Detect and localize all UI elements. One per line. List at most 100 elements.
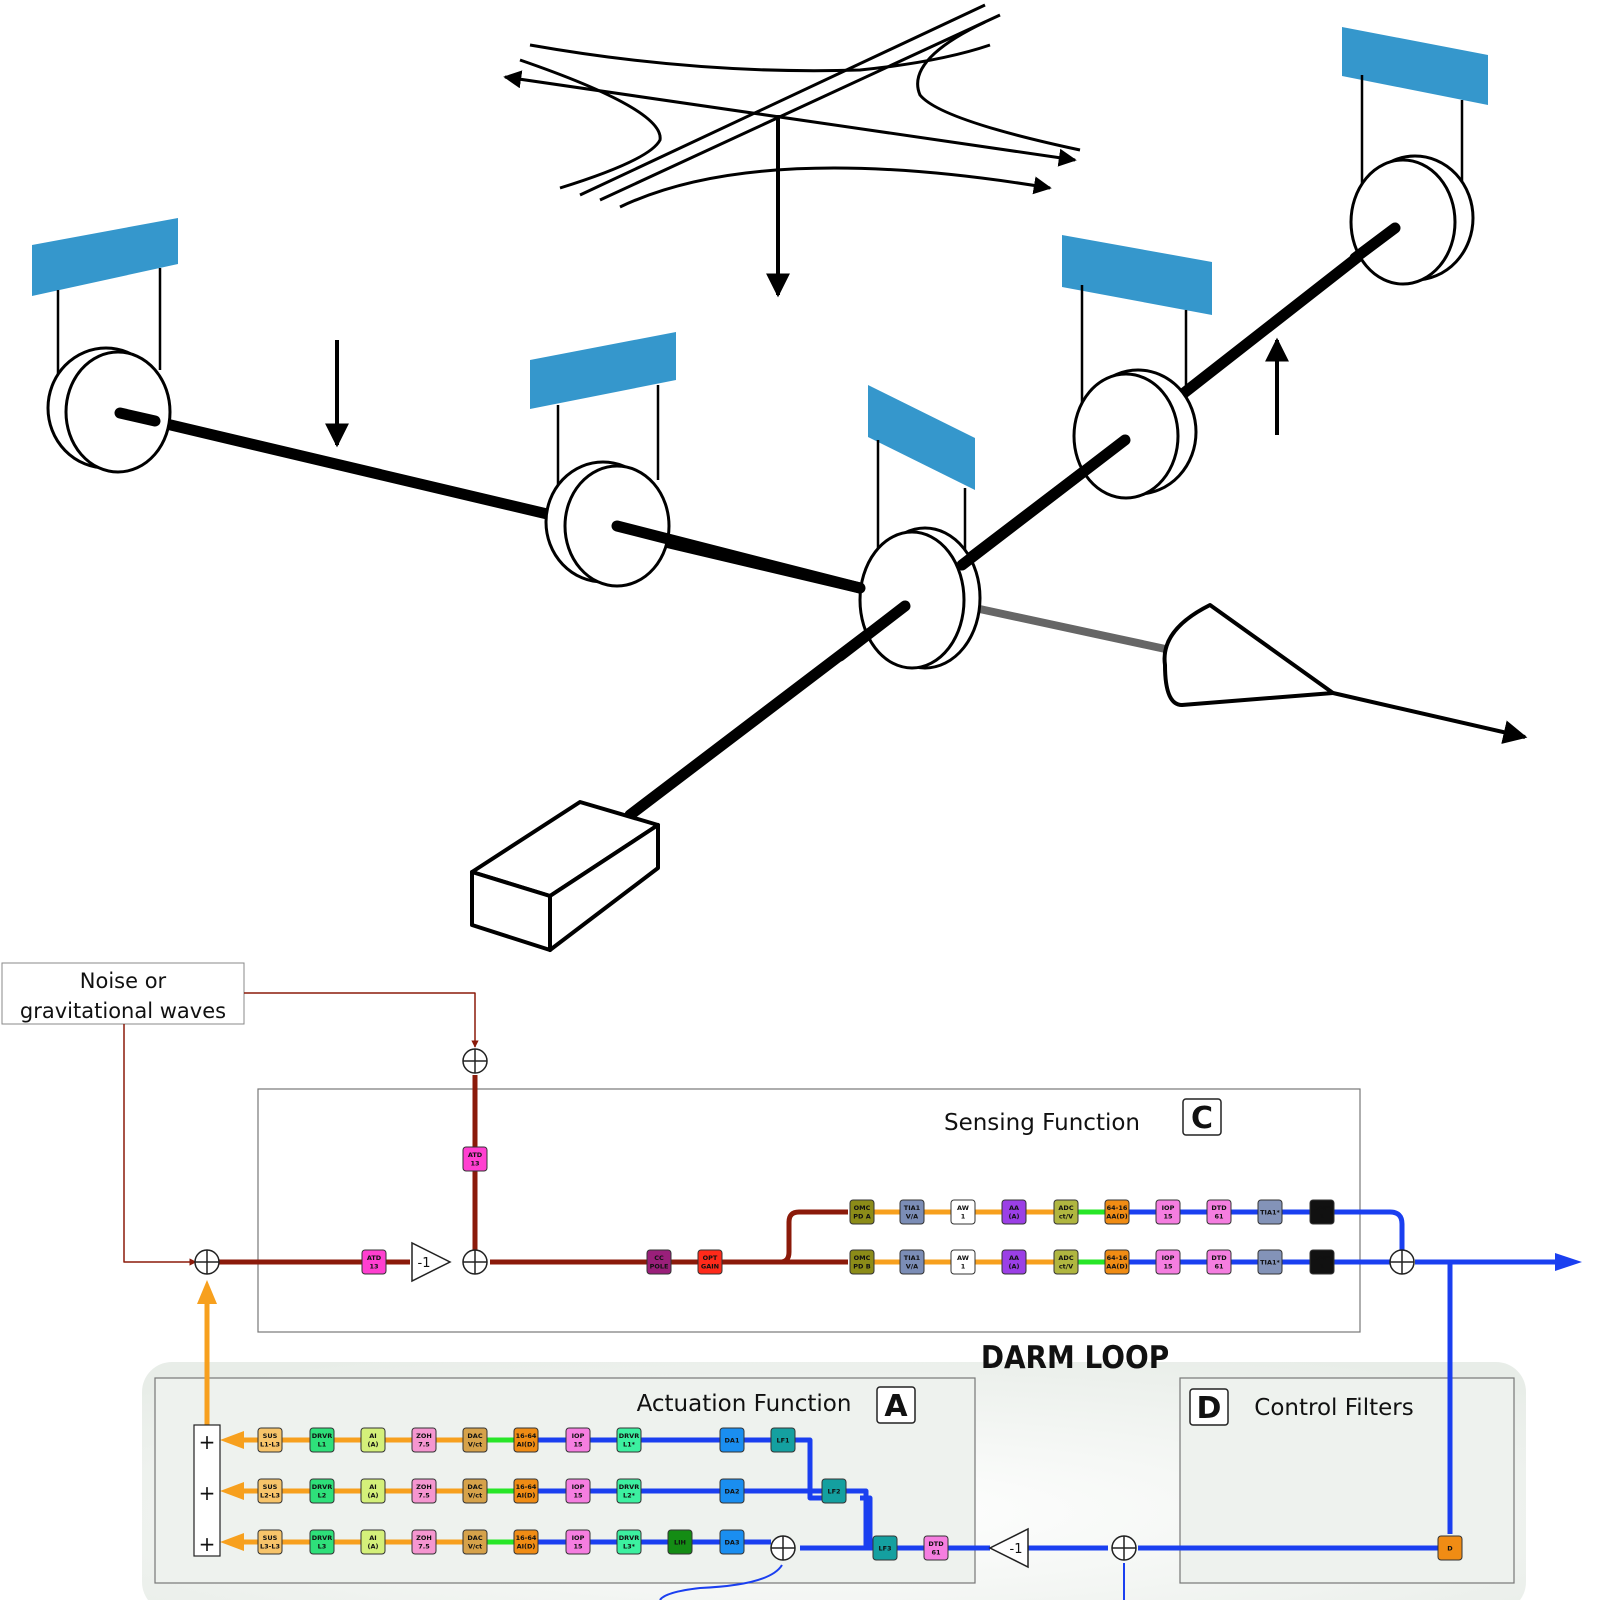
actuation-row3-block-1-label-1: SUS bbox=[263, 1534, 278, 1542]
sensing-b-block-10-box bbox=[1309, 1249, 1335, 1275]
actuation-row1-block-1-label-2: L1-L3 bbox=[260, 1441, 280, 1449]
atd-block-top-box bbox=[462, 1146, 488, 1172]
sum-junction-sensing bbox=[462, 1249, 488, 1275]
sensing-b-block-8-label-1: DTD bbox=[1211, 1254, 1227, 1262]
stage-sum-plus-1: + bbox=[199, 1430, 216, 1454]
test-masses bbox=[46, 154, 1475, 670]
sensing-letter-box bbox=[1182, 1098, 1222, 1136]
sensing-a-block-2-box bbox=[899, 1199, 925, 1225]
sensing-b-block-10-label-2: 1 bbox=[1320, 1263, 1325, 1271]
da1-block-label-1: DA1 bbox=[725, 1437, 740, 1445]
sensing-a-block-4-box bbox=[1001, 1199, 1027, 1225]
laser-icon bbox=[470, 800, 660, 952]
sensing-a-block-10: AW*1 bbox=[1309, 1199, 1335, 1225]
sensing-a-block-5-label-2: ct/V bbox=[1059, 1213, 1073, 1221]
actuation-row3-block-4-box bbox=[411, 1529, 437, 1555]
sensing-b-block-4-label-2: (A) bbox=[1009, 1263, 1020, 1271]
sensing-a-block-3: AW1 bbox=[950, 1199, 976, 1225]
actuation-row2-block-1-box bbox=[257, 1478, 283, 1504]
atd-block-left-box bbox=[361, 1249, 387, 1275]
sensing-b-block-7-label-1: IOP bbox=[1162, 1254, 1175, 1262]
actuation-row2-block-5-label-2: V/ct bbox=[468, 1492, 482, 1500]
dtd-block-box bbox=[923, 1535, 949, 1561]
actuation-row1-block-2-label-2: L1 bbox=[318, 1441, 327, 1449]
sensing-a-block-5-box bbox=[1053, 1199, 1079, 1225]
sensing-b-block-4-label-1: AA bbox=[1009, 1254, 1019, 1262]
actuation-row3-block-7-label-1: IOP bbox=[572, 1534, 585, 1542]
actuation-row2-block-2-label-1: DRVR bbox=[312, 1483, 332, 1491]
actuation-row1-block-1-label-1: SUS bbox=[263, 1432, 278, 1440]
actuation-row1-block-3-box bbox=[360, 1427, 386, 1453]
sensing-b-block-9-label-1: TIA1* bbox=[1260, 1259, 1280, 1267]
actuation-row3-block-6-label-1: 16-64 bbox=[516, 1534, 537, 1542]
sensing-b-block-7-label-2: 15 bbox=[1163, 1263, 1173, 1271]
inverter-feedback-label: -1 bbox=[1010, 1542, 1023, 1557]
sensing-a-block-4-label-2: (A) bbox=[1009, 1213, 1020, 1221]
test-mass-4 bbox=[1349, 154, 1475, 286]
sensing-a-block-6-label-2: AA(D) bbox=[1106, 1213, 1127, 1221]
sensing-b-block-5-label-2: ct/V bbox=[1059, 1263, 1073, 1271]
actuation-row2-block-6-label-2: AI(D) bbox=[517, 1492, 536, 1500]
actuation-row3-block-8-label-2: L3* bbox=[623, 1543, 636, 1551]
lf1-block-box bbox=[770, 1427, 796, 1453]
sensing-b-block-4-box bbox=[1001, 1249, 1027, 1275]
sensing-b-block-6-label-2: AA(D) bbox=[1106, 1263, 1127, 1271]
actuation-row2-block-5-box bbox=[462, 1478, 488, 1504]
actuation-row3-block-5-box bbox=[462, 1529, 488, 1555]
sensing-a-block-8-box bbox=[1206, 1199, 1232, 1225]
sensing-b-block-3-box bbox=[950, 1249, 976, 1275]
sensing-b-block-6-box bbox=[1104, 1249, 1130, 1275]
sensing-b-block-10: AW*1 bbox=[1309, 1249, 1335, 1275]
test-mass-2 bbox=[544, 460, 671, 588]
actuation-row1-block-5-box bbox=[462, 1427, 488, 1453]
sensing-b-block-1-label-1: OMC bbox=[854, 1254, 871, 1262]
actuation-row3-block-1-box bbox=[257, 1529, 283, 1555]
summing-junctions bbox=[194, 1048, 1415, 1561]
actuation-row2-block-8-label-1: DRVR bbox=[619, 1483, 639, 1491]
test-mass-1 bbox=[46, 346, 172, 474]
atd-block-top-label-2: 13 bbox=[470, 1160, 479, 1168]
sensing-b-block-1-box bbox=[849, 1249, 875, 1275]
actuation-row1-block-5-label-2: V/ct bbox=[468, 1441, 482, 1449]
sum-junction-actuation bbox=[770, 1535, 796, 1561]
da3-block-label-1: DA3 bbox=[725, 1539, 740, 1547]
control-d-block-label-1: D bbox=[1447, 1545, 1453, 1553]
lf1-block-label-1: LF1 bbox=[776, 1437, 790, 1445]
sensing-b-block-3-label-1: AW bbox=[957, 1254, 969, 1262]
actuation-row1-block-4-label-2: 7.5 bbox=[418, 1441, 430, 1449]
inverter-sensing-label: -1 bbox=[418, 1256, 431, 1271]
sensing-a-block-3-box bbox=[950, 1199, 976, 1225]
actuation-row1-block-6-label-1: 16-64 bbox=[516, 1432, 537, 1440]
actuation-row2-block-3-label-2: (A) bbox=[368, 1492, 379, 1500]
stage-sum-box: + + + bbox=[193, 1424, 221, 1557]
da2-block-box bbox=[719, 1478, 745, 1504]
sensing-b-block-9: TIA1* bbox=[1257, 1249, 1283, 1275]
actuation-row2-block-7-label-2: 15 bbox=[573, 1492, 583, 1500]
actuation-row3-block-3: AI(A) bbox=[360, 1529, 386, 1555]
stage-sum-plus-3: + bbox=[199, 1532, 216, 1556]
noise-input-box: Noise or gravitational waves bbox=[1, 962, 245, 1025]
actuation-row3-block-3-label-1: AI bbox=[369, 1534, 376, 1542]
sensing-b-block-6-label-1: 64-16 bbox=[1107, 1254, 1128, 1262]
actuation-row1-block-3-label-1: AI bbox=[369, 1432, 376, 1440]
actuation-row2-block-5-label-1: DAC bbox=[467, 1483, 482, 1491]
actuation-row2-block-8-box bbox=[616, 1478, 642, 1504]
cc-pole-block-label-1: CC bbox=[654, 1254, 664, 1262]
interferometer-illustration bbox=[32, 3, 1528, 952]
